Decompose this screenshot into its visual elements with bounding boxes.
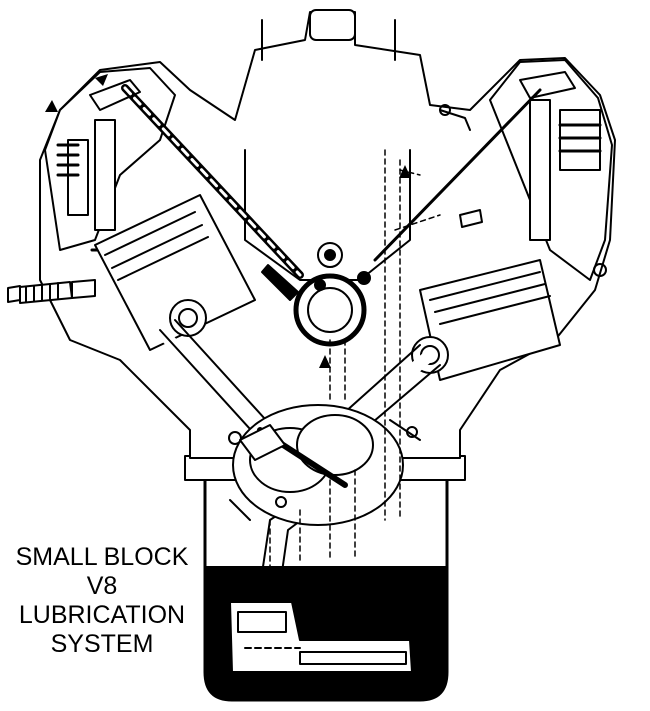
caption-line-4: SYSTEM — [50, 630, 154, 658]
caption-line-1: SMALL BLOCK — [15, 543, 189, 571]
diagram-caption: SMALL BLOCK V8 LUBRICATION SYSTEM — [6, 543, 198, 659]
caption-line-3: LUBRICATION — [18, 601, 186, 629]
spark-plug — [7, 279, 96, 304]
right-pushrod — [373, 88, 542, 262]
caption-line-2: V8 — [86, 572, 118, 600]
right-rocker-arm — [519, 71, 576, 99]
left-piston — [94, 194, 276, 446]
oil-flow-arrows — [45, 74, 411, 662]
crankshaft — [229, 404, 421, 526]
right-cylinder-head — [373, 59, 613, 281]
oil-pump-pickup — [229, 499, 413, 673]
detail-bolts — [228, 104, 607, 508]
camshaft — [261, 242, 371, 347]
